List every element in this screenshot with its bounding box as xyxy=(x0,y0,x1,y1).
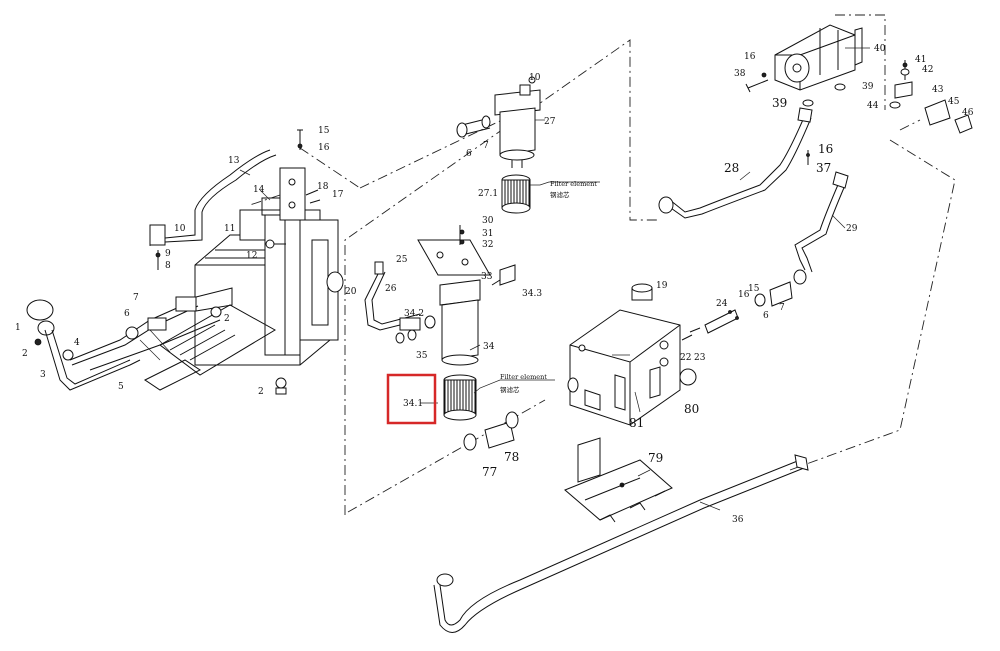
filter-element-label-top: Filter element xyxy=(550,180,597,188)
filter-element-label-center: Filter element xyxy=(500,373,547,381)
label-19: 19 xyxy=(656,281,668,291)
label-4: 4 xyxy=(74,338,80,348)
label-34-3: 34.3 xyxy=(522,289,542,299)
valve-fittings-41-46 xyxy=(889,60,973,134)
filter-element-34-1 xyxy=(443,374,477,421)
filter-element-cn-label-top: 钢滤芯 xyxy=(550,190,570,199)
label-30: 30 xyxy=(482,216,494,226)
pipe-13 xyxy=(164,149,277,243)
filter-element-27-1 xyxy=(501,174,531,214)
label-39-b: 39 xyxy=(862,82,874,92)
label-34-2: 34.2 xyxy=(404,309,424,319)
label-23: 23 xyxy=(694,353,706,363)
label-1: 1 xyxy=(15,323,21,333)
hydraulic-tank-left xyxy=(139,197,344,395)
label-27-1: 27.1 xyxy=(478,189,498,199)
label-10-b: 10 xyxy=(529,73,541,83)
label-40: 40 xyxy=(874,44,886,54)
label-2: 2 xyxy=(22,349,28,359)
label-8: 8 xyxy=(165,261,171,271)
label-13: 13 xyxy=(228,156,240,166)
label-41: 41 xyxy=(915,55,926,65)
label-7: 7 xyxy=(133,293,139,303)
left-pipe-assembly xyxy=(26,224,233,391)
label-18: 18 xyxy=(317,182,329,192)
label-81: 81 xyxy=(629,416,644,430)
label-20: 20 xyxy=(345,287,357,297)
filter-element-cn-label-center: 钢滤芯 xyxy=(500,385,520,394)
label-33: 33 xyxy=(481,272,493,282)
coupling-77-78 xyxy=(463,411,519,451)
label-7-c: 7 xyxy=(779,303,785,313)
label-16-d: 16 xyxy=(744,52,756,62)
label-79: 79 xyxy=(648,451,663,465)
label-80: 80 xyxy=(684,402,699,416)
hydraulic-tank-81 xyxy=(567,283,697,426)
label-45: 45 xyxy=(948,97,960,107)
filter-27 xyxy=(456,76,541,168)
label-46: 46 xyxy=(962,108,974,118)
label-44: 44 xyxy=(867,101,879,111)
label-7-b: 7 xyxy=(483,141,489,151)
pipe-36 xyxy=(433,454,809,633)
label-35: 35 xyxy=(416,351,428,361)
label-2-b: 2 xyxy=(224,314,230,324)
part-labels: 1 2 3 4 5 6 7 2 2 8 9 10 11 12 13 14 15 … xyxy=(15,44,974,525)
label-3: 3 xyxy=(40,370,46,380)
label-24: 24 xyxy=(716,299,728,309)
label-16-b: 16 xyxy=(738,290,750,300)
label-14: 14 xyxy=(253,185,265,195)
label-43: 43 xyxy=(932,85,944,95)
label-15-b: 15 xyxy=(748,284,760,294)
label-5: 5 xyxy=(118,382,124,392)
label-15: 15 xyxy=(318,126,330,136)
label-9: 9 xyxy=(165,249,171,259)
label-27: 27 xyxy=(544,117,556,127)
label-32: 32 xyxy=(482,240,493,250)
label-16: 16 xyxy=(318,143,330,153)
label-29: 29 xyxy=(846,224,858,234)
bracket-14 xyxy=(279,129,321,221)
filter-34 xyxy=(417,225,516,366)
label-36: 36 xyxy=(732,515,744,525)
label-26: 26 xyxy=(385,284,397,294)
label-10: 10 xyxy=(174,224,186,234)
label-6-c: 6 xyxy=(763,311,769,321)
hose-26 xyxy=(364,261,436,344)
label-6: 6 xyxy=(124,309,130,319)
label-17: 17 xyxy=(332,190,344,200)
label-25: 25 xyxy=(396,255,408,265)
label-77: 77 xyxy=(482,465,497,479)
label-6-b: 6 xyxy=(466,149,472,159)
highlight-box-34-1 xyxy=(386,373,437,425)
mounting-plate-79 xyxy=(564,437,673,523)
label-11: 11 xyxy=(224,224,235,234)
hose-28 xyxy=(658,107,813,219)
label-78: 78 xyxy=(504,450,519,464)
label-34-1: 34.1 xyxy=(403,399,423,409)
pump-40 xyxy=(745,24,863,165)
label-39: 39 xyxy=(772,96,787,110)
hose-29 xyxy=(794,171,849,273)
label-2-c: 2 xyxy=(258,387,264,397)
fittings-right-center xyxy=(681,269,807,341)
leader-lines xyxy=(239,47,870,511)
label-31: 31 xyxy=(482,229,493,239)
label-12: 12 xyxy=(246,251,257,261)
label-16-c: 16 xyxy=(818,142,833,156)
label-38: 38 xyxy=(734,69,746,79)
label-22: 22 xyxy=(680,353,691,363)
label-37: 37 xyxy=(816,161,831,175)
label-42: 42 xyxy=(922,65,933,75)
label-28: 28 xyxy=(724,161,739,175)
label-34: 34 xyxy=(483,342,495,352)
